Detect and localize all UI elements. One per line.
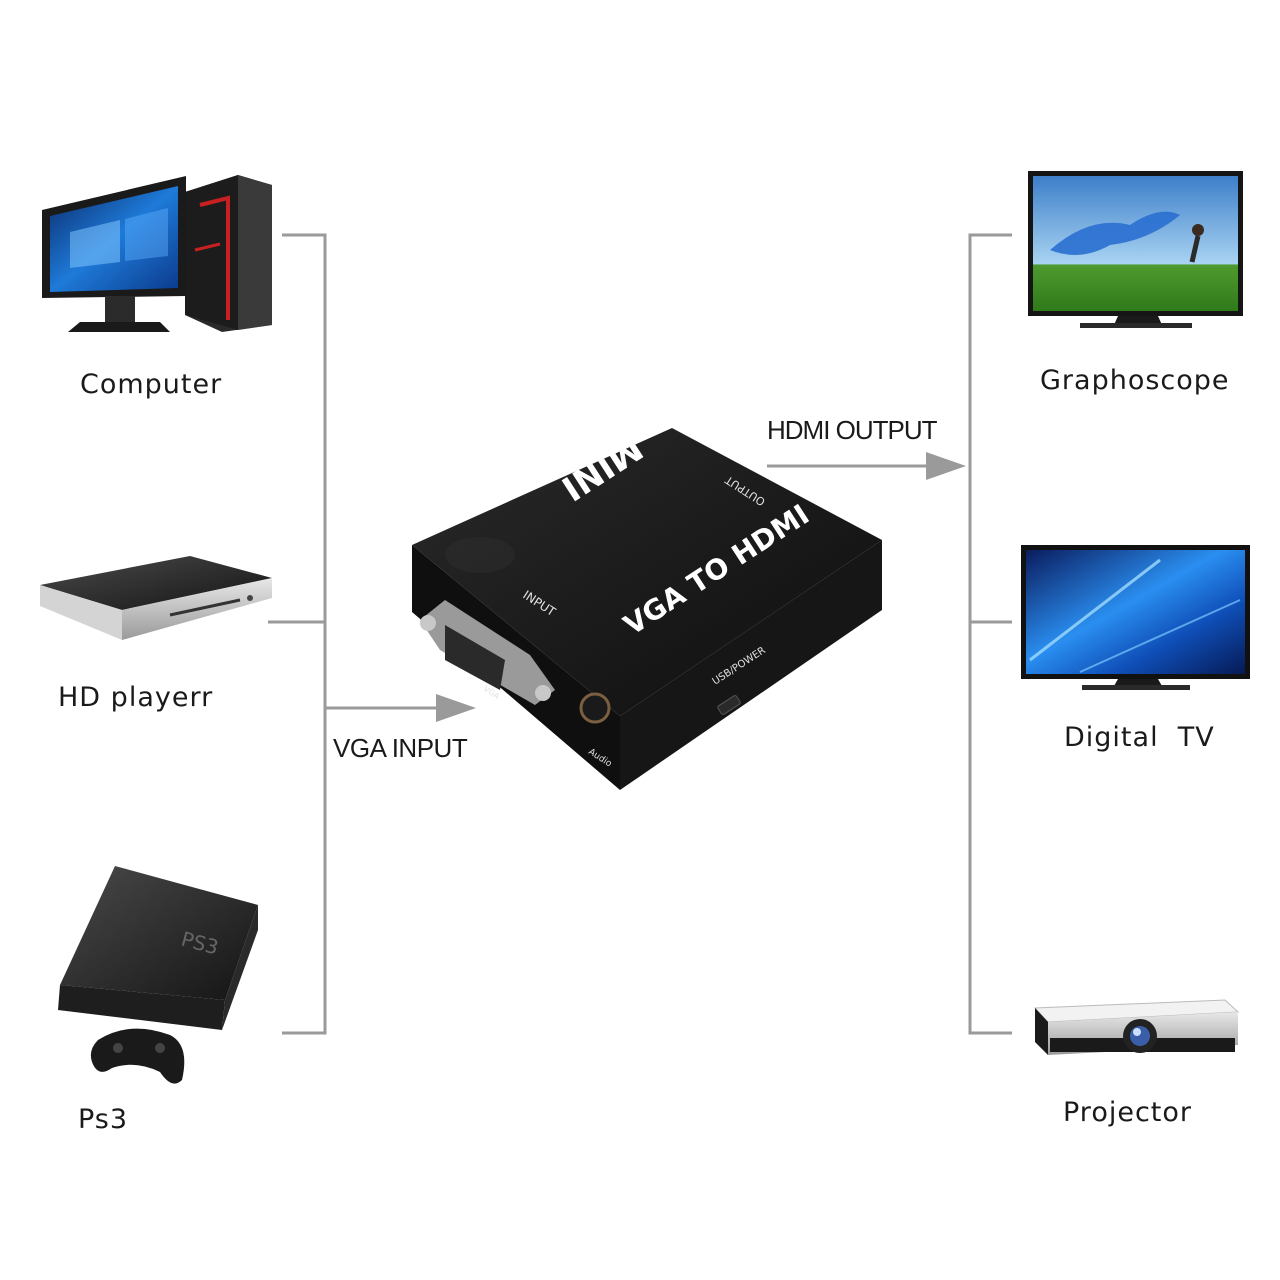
ps3-console-icon: PS3 xyxy=(58,866,258,1084)
monitor-icon xyxy=(1028,171,1243,328)
input-arrow-icon xyxy=(436,694,476,722)
desktop-computer-icon xyxy=(42,175,272,332)
input-connector-lines xyxy=(268,233,440,1035)
input-label-computer: Computer xyxy=(80,369,222,400)
digital-tv-icon xyxy=(1021,545,1250,690)
vga-input-label: VGA INPUT xyxy=(333,733,468,763)
output-connector-lines xyxy=(767,233,1012,1035)
input-label-hd-player: HD playerr xyxy=(58,682,213,713)
output-label-projector: Projector xyxy=(1063,1097,1192,1128)
vga-to-hdmi-adapter xyxy=(412,428,882,790)
hdmi-output-label: HDMI OUTPUT xyxy=(767,415,938,445)
hd-player-icon xyxy=(40,556,272,640)
projector-icon xyxy=(1033,999,1240,1055)
output-label-graphoscope: Graphoscope xyxy=(1040,365,1230,396)
output-arrow-icon xyxy=(926,452,966,480)
output-label-digital-tv: Digital TV xyxy=(1064,722,1215,753)
input-label-ps3: Ps3 xyxy=(78,1104,128,1135)
